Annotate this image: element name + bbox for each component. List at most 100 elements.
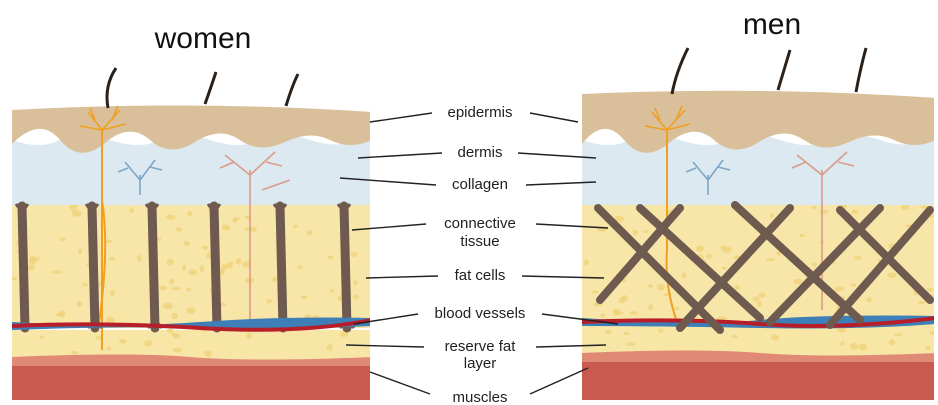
fat-cell bbox=[327, 255, 332, 259]
fat-cell bbox=[837, 328, 846, 332]
fat-cell bbox=[854, 256, 862, 260]
label-reserve-fat: reserve fat bbox=[445, 338, 517, 355]
fat-cell bbox=[297, 265, 302, 269]
fat-cell bbox=[77, 301, 82, 307]
fat-cell bbox=[206, 252, 211, 258]
fat-cell bbox=[187, 307, 196, 314]
label-tissue: tissue bbox=[460, 233, 499, 250]
leader-muscles-right bbox=[530, 368, 588, 394]
fat-cell bbox=[236, 258, 242, 265]
fat-cell bbox=[623, 332, 629, 335]
women-skin-panel bbox=[11, 68, 372, 405]
fat-cell bbox=[200, 266, 205, 273]
fat-cell bbox=[732, 335, 738, 338]
layer-labels: epidermis dermis collagen connective tis… bbox=[435, 104, 526, 405]
fat-cell bbox=[71, 351, 78, 355]
fat-cell bbox=[175, 227, 182, 231]
men-reserve-fat-layer bbox=[582, 326, 936, 356]
fat-cell bbox=[682, 272, 687, 278]
fat-cell bbox=[246, 332, 251, 338]
fat-cell bbox=[769, 213, 774, 217]
fat-cell bbox=[918, 301, 926, 305]
fat-cell bbox=[172, 287, 181, 290]
fat-cell bbox=[757, 300, 762, 307]
fat-cell bbox=[353, 295, 359, 299]
label-dermis: dermis bbox=[457, 144, 502, 161]
fat-cell bbox=[107, 346, 111, 350]
leader-dermis-left bbox=[358, 153, 442, 158]
label-epidermis: epidermis bbox=[447, 104, 512, 121]
fat-cell bbox=[351, 252, 358, 257]
fat-cell bbox=[819, 209, 828, 213]
women-title: women bbox=[154, 22, 252, 55]
fat-cell bbox=[927, 287, 933, 291]
label-blood-vessels: blood vessels bbox=[435, 305, 526, 322]
fat-cell bbox=[626, 342, 635, 346]
fat-cell bbox=[72, 210, 76, 213]
fat-cell bbox=[353, 280, 357, 285]
fat-cell bbox=[293, 225, 298, 228]
connective-strand bbox=[214, 206, 217, 328]
fat-cell bbox=[887, 272, 896, 278]
fat-cell bbox=[758, 293, 765, 298]
fat-cell bbox=[592, 290, 599, 293]
fat-cell bbox=[204, 350, 212, 356]
fat-cell bbox=[109, 257, 115, 261]
fat-cell bbox=[600, 314, 605, 317]
fat-cell bbox=[300, 296, 307, 299]
connective-strand bbox=[92, 206, 95, 328]
fat-cell bbox=[929, 331, 935, 335]
leader-epidermis-right bbox=[530, 113, 578, 122]
connective-strand bbox=[152, 206, 155, 328]
fat-cell bbox=[859, 344, 868, 351]
fat-cell bbox=[78, 249, 82, 254]
label-collagen: collagen bbox=[452, 176, 508, 193]
fat-cell bbox=[307, 230, 313, 235]
fat-cell bbox=[137, 255, 141, 262]
fat-cell bbox=[619, 297, 625, 303]
women-hair bbox=[205, 72, 216, 104]
fat-cell bbox=[894, 333, 902, 336]
fat-cell bbox=[812, 262, 817, 267]
fat-cell bbox=[182, 265, 186, 271]
fat-cell bbox=[110, 290, 115, 296]
fat-cell bbox=[926, 346, 931, 350]
fat-cell bbox=[633, 230, 638, 235]
fat-cell bbox=[58, 310, 66, 317]
label-layer: layer bbox=[464, 355, 497, 372]
fat-cell bbox=[330, 289, 335, 293]
fat-cell bbox=[850, 343, 858, 350]
fat-cell bbox=[799, 234, 805, 237]
fat-cell bbox=[706, 254, 712, 259]
fat-cell bbox=[266, 299, 272, 303]
fat-cell bbox=[167, 329, 174, 334]
fat-cell bbox=[648, 284, 653, 287]
men-hair bbox=[778, 50, 790, 90]
fat-cell bbox=[52, 270, 62, 274]
fat-cell bbox=[222, 224, 230, 230]
fat-cell bbox=[272, 277, 277, 283]
fat-cell bbox=[159, 286, 167, 290]
fat-cell bbox=[835, 286, 844, 291]
fat-cell bbox=[166, 215, 176, 220]
fat-cell bbox=[605, 330, 612, 334]
fat-cell bbox=[753, 297, 760, 302]
fat-cell bbox=[167, 259, 174, 266]
fat-cell bbox=[696, 245, 704, 252]
men-title: men bbox=[743, 8, 801, 41]
connective-strand bbox=[280, 206, 283, 328]
label-muscles: muscles bbox=[452, 389, 507, 405]
fat-cell bbox=[11, 277, 18, 280]
leader-epidermis-left bbox=[370, 113, 432, 122]
fat-cell bbox=[39, 336, 43, 339]
men-hair bbox=[856, 48, 866, 92]
fat-cell bbox=[29, 255, 35, 262]
women-hair bbox=[107, 68, 116, 108]
fat-cell bbox=[232, 219, 237, 223]
fat-cell bbox=[630, 311, 638, 315]
fat-cell bbox=[612, 309, 619, 316]
fat-cell bbox=[144, 340, 153, 347]
fat-cell bbox=[187, 211, 193, 216]
women-reserve-fat-layer bbox=[12, 330, 372, 360]
fat-cell bbox=[27, 265, 35, 271]
